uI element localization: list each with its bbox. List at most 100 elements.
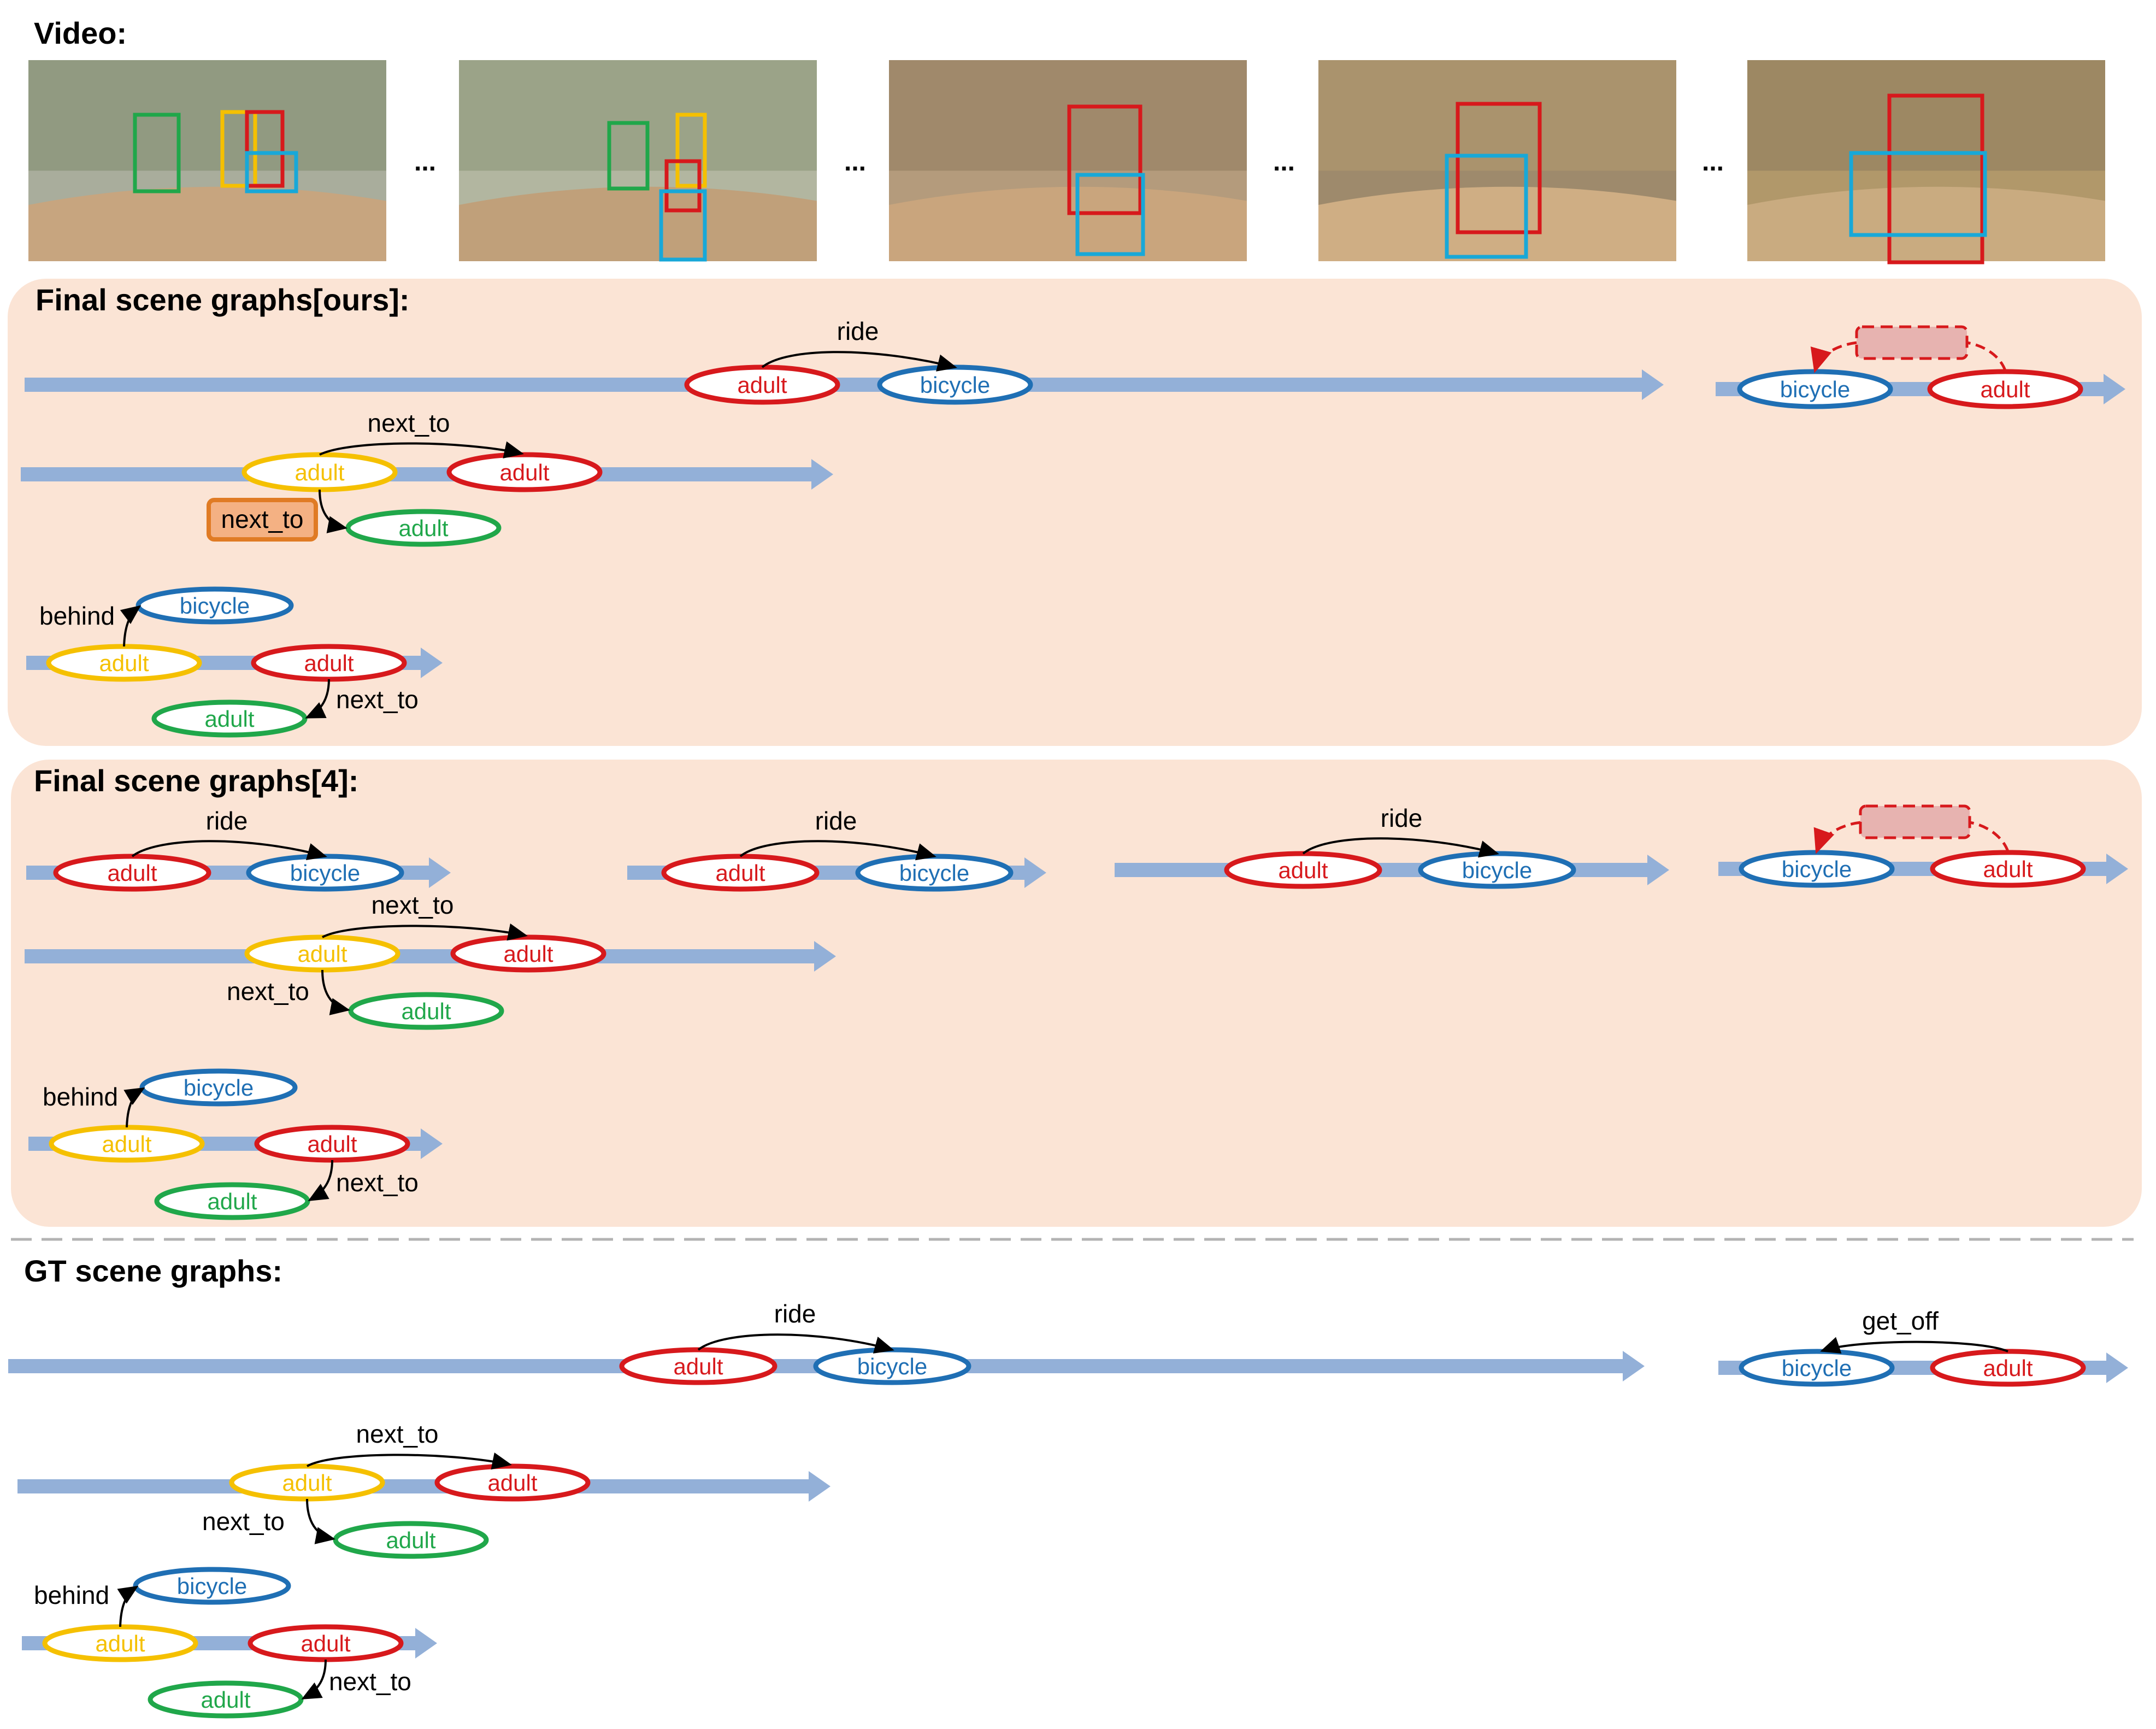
graph-node: bicycle — [133, 1567, 291, 1605]
node-label: adult — [95, 1631, 145, 1656]
node-label: bicycle — [920, 372, 990, 398]
baseline-title: Final scene graphs[4]: — [34, 763, 358, 798]
graph-node: adult — [619, 1347, 777, 1385]
relation-label: next_to — [356, 1420, 439, 1448]
relation-label: next_to — [329, 1667, 411, 1696]
graph-node: adult — [661, 854, 820, 892]
video-frame — [28, 60, 386, 261]
node-label: adult — [294, 460, 344, 485]
node-label: adult — [673, 1354, 723, 1379]
node-label: bicycle — [290, 860, 360, 886]
relation-edge — [1969, 821, 2010, 852]
relation-edge — [319, 441, 524, 458]
video-title: Video: — [34, 16, 127, 50]
graph-node: bicycle — [877, 364, 1033, 405]
timeline-arrowhead — [1642, 369, 1664, 400]
graph-node: bicycle — [1739, 850, 1895, 888]
tracking-box — [1456, 102, 1542, 234]
relation-label: next_to — [336, 685, 419, 714]
relation-edge — [761, 351, 957, 372]
relation-edge — [117, 1585, 139, 1627]
relation-label: ride — [837, 317, 879, 345]
node-label: bicycle — [1780, 377, 1850, 402]
relation-edge — [301, 1659, 327, 1699]
relation-label: next_to — [368, 409, 450, 437]
graph-node: adult — [229, 1463, 385, 1502]
node-label: bicycle — [1782, 856, 1852, 882]
graph-node: adult — [42, 1624, 198, 1662]
ours-panel — [8, 279, 2142, 746]
ours-title: Final scene graphs[ours]: — [36, 283, 410, 317]
node-label: adult — [204, 706, 254, 732]
node-label: bicycle — [1462, 857, 1532, 883]
relation-label: ride — [206, 807, 248, 835]
node-label: adult — [301, 1631, 350, 1656]
relation-edge — [321, 969, 350, 1015]
node-label: adult — [737, 372, 787, 398]
node-label: bicycle — [899, 860, 969, 886]
node-label: adult — [715, 860, 765, 886]
relation-label: get_off — [1862, 1307, 1939, 1335]
relation-edge — [739, 840, 936, 861]
relation-edge — [131, 840, 327, 860]
timeline-arrowhead — [1647, 855, 1669, 885]
relation-edge — [319, 489, 347, 533]
node-label: bicycle — [1782, 1355, 1852, 1381]
relation-edge — [1966, 341, 2007, 371]
node-label: adult — [401, 998, 451, 1024]
relation-edge — [1810, 341, 1857, 373]
timeline-arrowhead — [2104, 374, 2125, 404]
node-label: adult — [304, 650, 354, 676]
tracking-box — [245, 151, 298, 193]
relation-edge — [305, 679, 330, 719]
graph-node: bicycle — [139, 1068, 298, 1107]
node-label: adult — [1983, 856, 2033, 882]
ellipsis-3: ... — [1273, 148, 1295, 177]
node-label: adult — [297, 941, 347, 967]
graph-node: adult — [241, 452, 398, 492]
graph-node: adult — [49, 1125, 205, 1163]
graph-node: adult — [244, 934, 400, 973]
node-label: bicycle — [177, 1573, 247, 1599]
relation-edge — [306, 1498, 335, 1544]
timeline-arrowhead — [2106, 1352, 2128, 1383]
gt-title: GT scene graphs: — [24, 1254, 282, 1288]
relation-edge — [1813, 821, 1861, 854]
graph-node: bicycle — [246, 854, 404, 892]
video-frame — [459, 60, 817, 262]
relation-label: ride — [815, 807, 857, 835]
graph-node: adult — [148, 1680, 304, 1719]
ellipsis-1: ... — [414, 148, 436, 177]
node-label: bicycle — [857, 1354, 927, 1379]
video-frames — [28, 60, 2105, 264]
tracking-box — [133, 113, 181, 193]
tracking-box — [1075, 173, 1145, 256]
node-label: adult — [386, 1527, 435, 1553]
graph-node: adult — [684, 364, 840, 405]
graph-node: adult — [1930, 850, 2086, 888]
graph-node: adult — [446, 452, 603, 492]
relation-edge — [1302, 837, 1499, 858]
relation-label: behind — [43, 1083, 118, 1111]
timeline-arrowhead — [421, 1128, 443, 1159]
node-label: bicycle — [184, 1075, 254, 1101]
node-label: adult — [107, 860, 157, 886]
relation-label: ride — [1381, 804, 1423, 832]
video-frame — [1318, 60, 1676, 261]
relation-label: next_to — [221, 505, 304, 533]
graph-node: adult — [53, 854, 211, 892]
graph-node: bicycle — [1739, 1349, 1895, 1387]
graph-node: bicycle — [1737, 369, 1893, 409]
tracking-box — [220, 110, 257, 188]
relation-label: ride — [774, 1299, 816, 1328]
node-label: adult — [102, 1131, 151, 1157]
graph-node: adult — [348, 992, 504, 1030]
graph-node: adult — [450, 934, 606, 973]
timeline-arrowhead — [1024, 857, 1046, 888]
relation-edge — [307, 1452, 512, 1470]
graph-node: adult — [1930, 1349, 2086, 1387]
graph-node: bicycle — [855, 854, 1014, 892]
node-label: adult — [1983, 1355, 2033, 1381]
relation-edge — [123, 1087, 145, 1128]
node-label: adult — [282, 1470, 332, 1496]
